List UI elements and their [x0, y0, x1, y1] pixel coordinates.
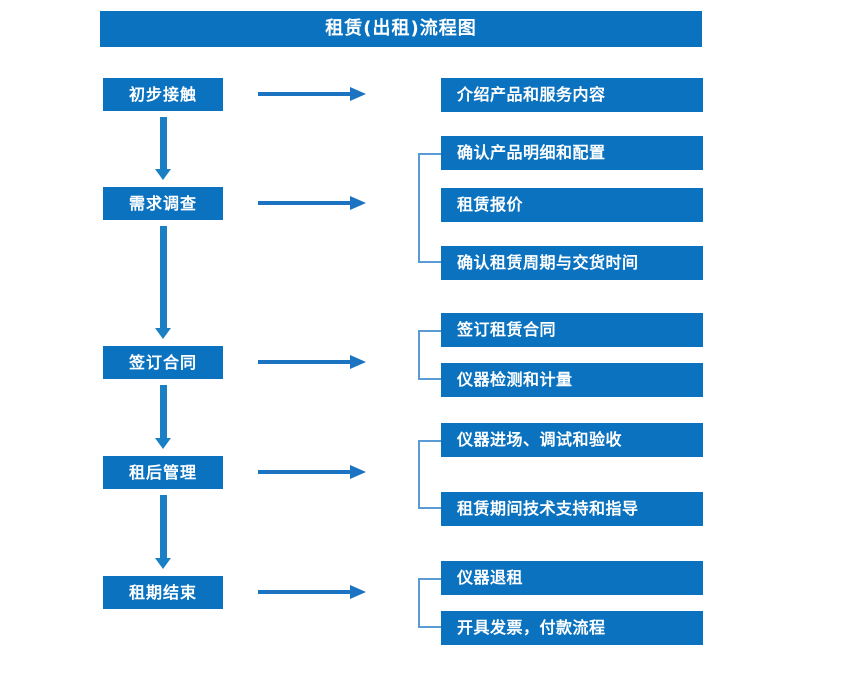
group-bracket-rental-end — [418, 578, 441, 628]
arrow-shaft — [160, 495, 167, 558]
bracket-arm-top — [418, 578, 441, 580]
arrow-head — [350, 585, 366, 599]
vertical-arrow-icon-2 — [155, 226, 171, 340]
stage-box-needs-survey[interactable]: 需求调查 — [103, 187, 223, 220]
detail-box-introduce-products[interactable]: 介绍产品和服务内容 — [441, 78, 703, 112]
bracket-arm-bottom — [418, 378, 441, 380]
bracket-arm-bottom — [418, 261, 441, 263]
vertical-arrow-icon-4 — [155, 495, 171, 570]
arrow-shaft — [258, 470, 354, 474]
detail-box-instrument-inspection[interactable]: 仪器检测和计量 — [441, 363, 703, 397]
group-bracket-post-rental — [418, 440, 441, 509]
vertical-arrow-icon-1 — [155, 117, 171, 181]
bracket-arm-bottom — [418, 626, 441, 628]
arrow-shaft — [258, 360, 354, 364]
arrow-shaft — [160, 385, 167, 438]
arrow-head — [350, 196, 366, 210]
horizontal-arrow-icon-4 — [258, 465, 366, 479]
detail-box-sign-rental-contract[interactable]: 签订租赁合同 — [441, 313, 703, 347]
page-title: 租赁(出租)流程图 — [100, 11, 702, 47]
stage-box-sign-contract[interactable]: 签订合同 — [103, 346, 223, 379]
arrow-shaft — [258, 590, 354, 594]
bracket-arm-top — [418, 330, 441, 332]
horizontal-arrow-icon-3 — [258, 355, 366, 369]
arrow-shaft — [258, 92, 354, 96]
arrow-head — [155, 169, 171, 180]
arrow-head — [155, 438, 171, 449]
detail-box-confirm-product-spec[interactable]: 确认产品明细和配置 — [441, 136, 703, 170]
stage-box-initial-contact[interactable]: 初步接触 — [103, 78, 223, 111]
arrow-shaft — [160, 226, 167, 328]
arrow-head — [350, 465, 366, 479]
group-bracket-sign-contract — [418, 330, 441, 380]
detail-box-technical-support[interactable]: 租赁期间技术支持和指导 — [441, 492, 703, 526]
group-bracket-needs-survey — [418, 153, 441, 263]
stage-box-post-rental-management[interactable]: 租后管理 — [103, 456, 223, 489]
vertical-arrow-icon-3 — [155, 385, 171, 450]
detail-box-rental-quote[interactable]: 租赁报价 — [441, 188, 703, 222]
arrow-head — [155, 328, 171, 339]
stage-box-rental-end[interactable]: 租期结束 — [103, 576, 223, 609]
bracket-spine — [418, 578, 420, 628]
bracket-arm-bottom — [418, 507, 441, 509]
bracket-spine — [418, 330, 420, 380]
detail-box-instrument-return[interactable]: 仪器退租 — [441, 561, 703, 595]
detail-box-confirm-rental-period[interactable]: 确认租赁周期与交货时间 — [441, 246, 703, 280]
arrow-head — [350, 87, 366, 101]
arrow-shaft — [160, 117, 167, 169]
detail-box-instrument-entry-commissioning[interactable]: 仪器进场、调试和验收 — [441, 423, 703, 457]
horizontal-arrow-icon-5 — [258, 585, 366, 599]
horizontal-arrow-icon-2 — [258, 196, 366, 210]
detail-box-invoice-payment[interactable]: 开具发票，付款流程 — [441, 611, 703, 645]
arrow-shaft — [258, 201, 354, 205]
bracket-spine — [418, 440, 420, 509]
arrow-head — [155, 558, 171, 569]
bracket-arm-top — [418, 440, 441, 442]
bracket-spine — [418, 153, 420, 263]
bracket-arm-top — [418, 153, 441, 155]
horizontal-arrow-icon-1 — [258, 87, 366, 101]
arrow-head — [350, 355, 366, 369]
